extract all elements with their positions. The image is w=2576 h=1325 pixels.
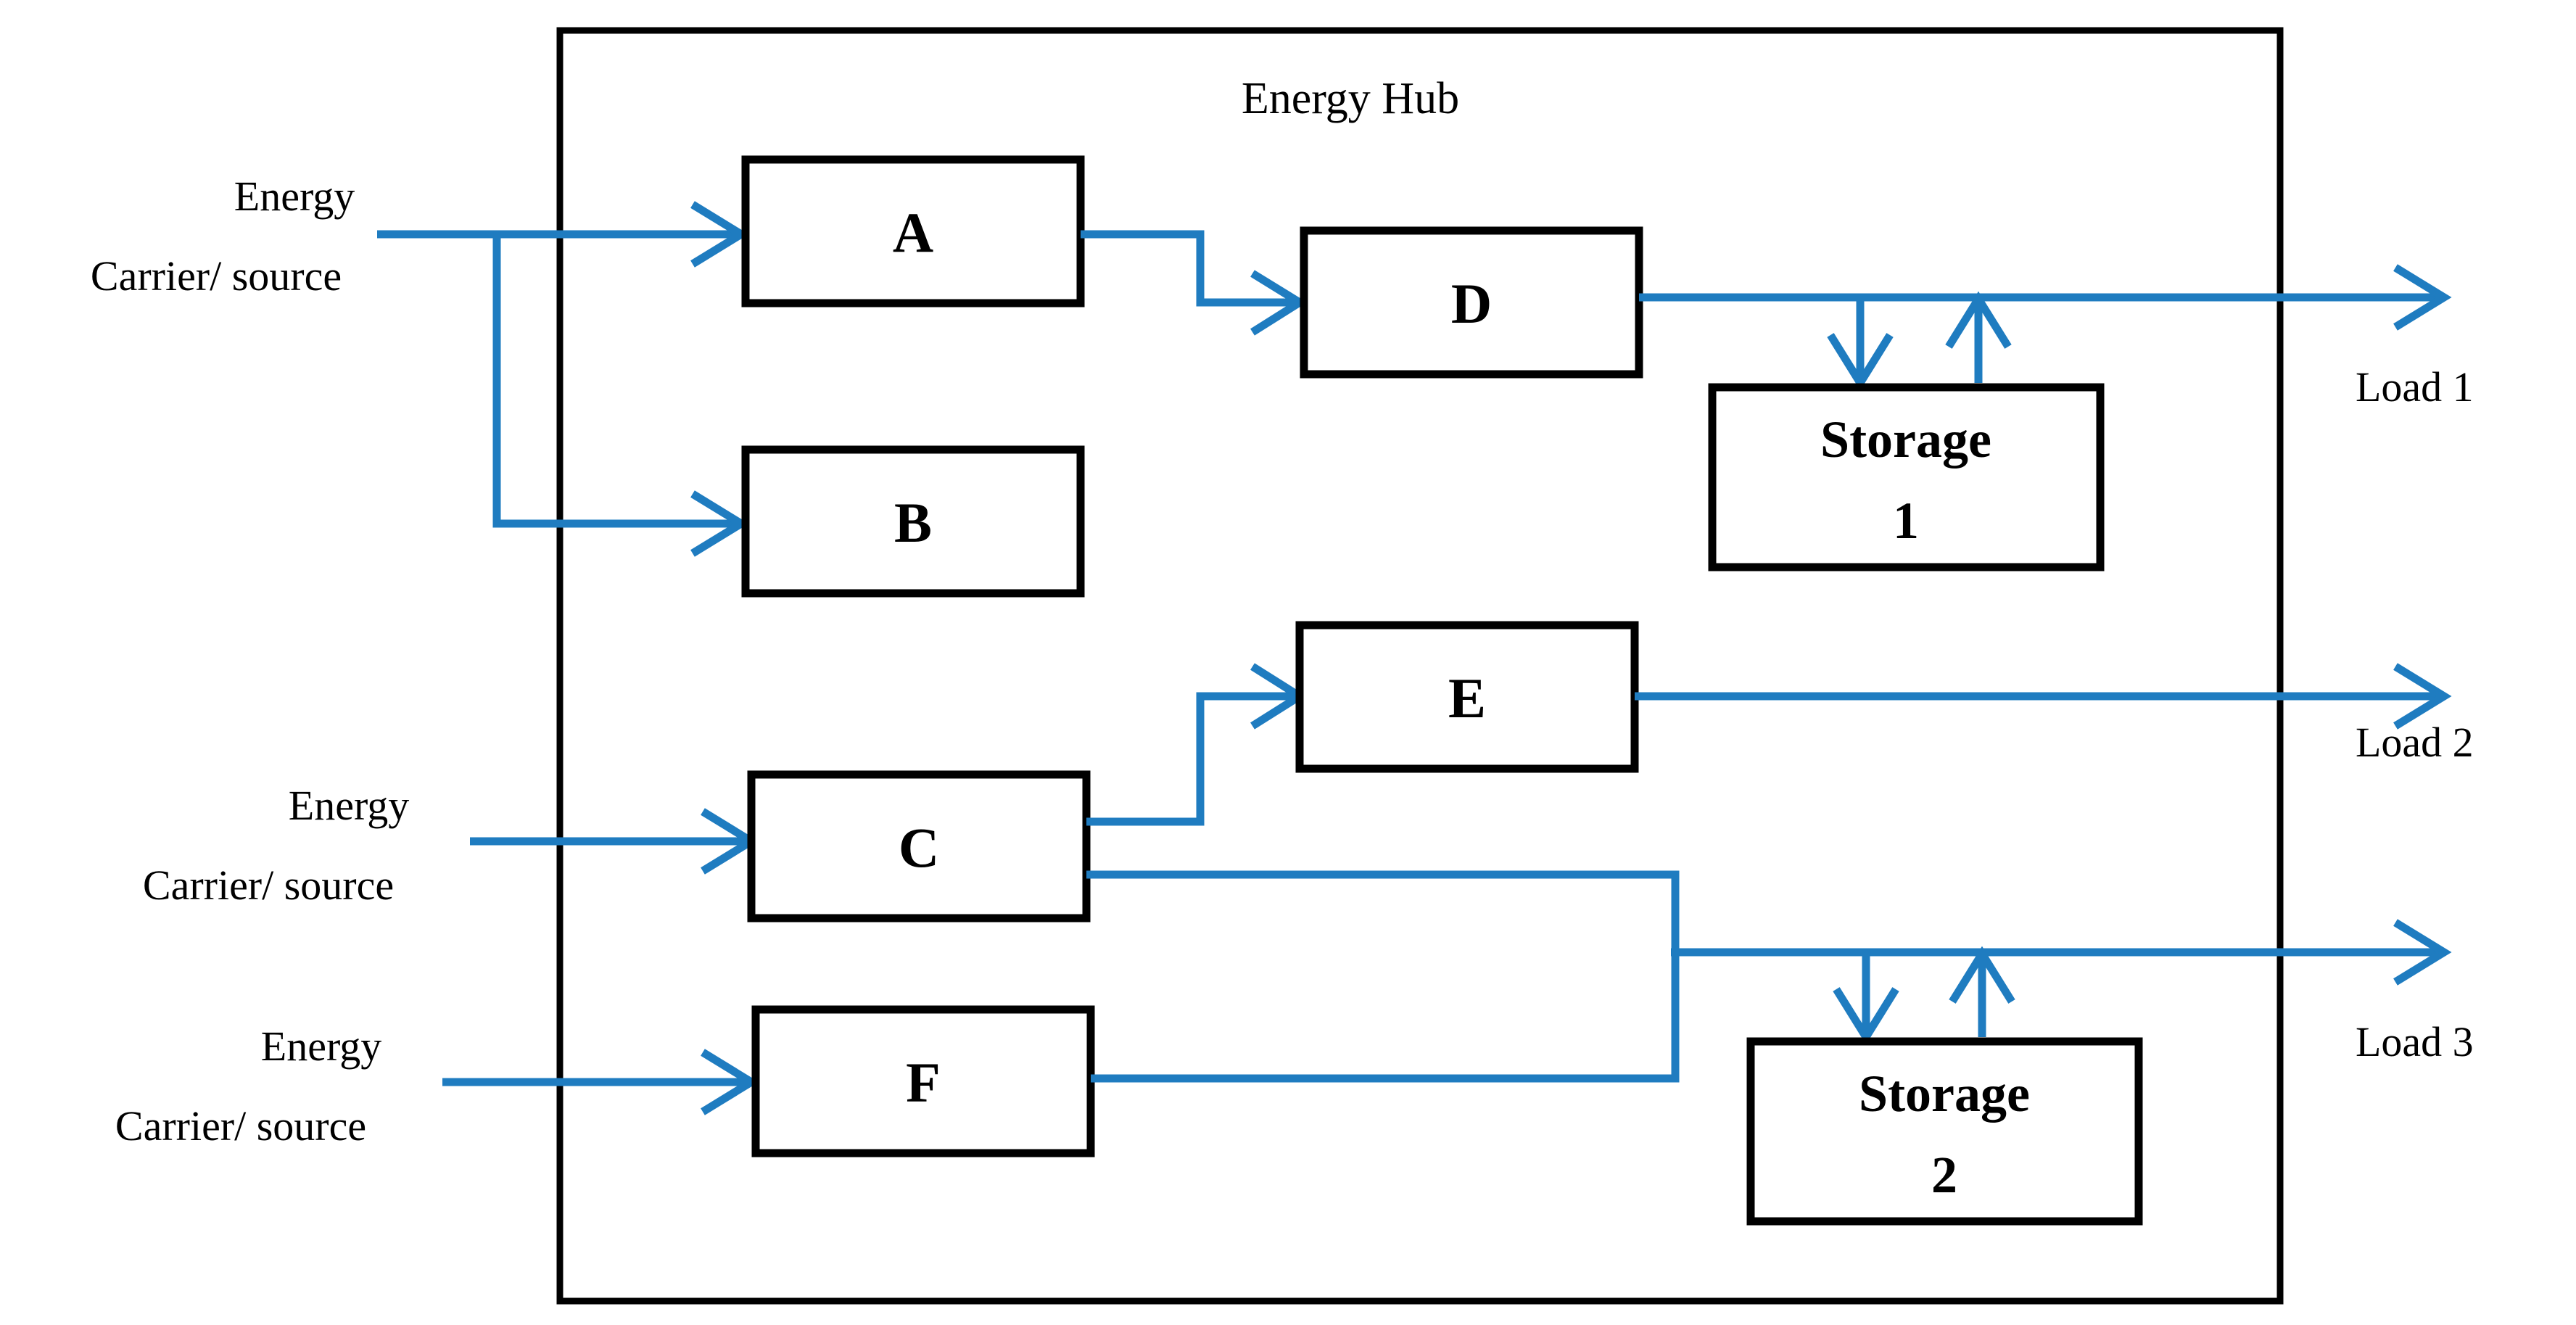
arrowhead-source1-to-b — [690, 490, 749, 557]
unit-box-a[interactable] — [741, 155, 1085, 307]
unit-box-d[interactable] — [1300, 226, 1643, 379]
arrowhead-load1 — [2393, 264, 2452, 331]
unit-label-f: F — [906, 1051, 941, 1114]
storage1-label-line2: 1 — [1893, 492, 1919, 550]
flow-c-to-load3bus — [1086, 870, 1680, 952]
unit-box-e[interactable] — [1295, 621, 1639, 773]
storage2-label-line1: Storage — [1859, 1065, 2030, 1123]
storage-box-1[interactable] — [1708, 383, 2105, 571]
load2-label: Load 2 — [2356, 719, 2474, 766]
flow-a-to-d — [1081, 230, 1300, 307]
arrowhead-source1-to-a — [690, 201, 749, 268]
unit-label-b: B — [894, 491, 932, 554]
arrowhead-storage1-discharge — [1945, 291, 2012, 349]
load3-label: Load 3 — [2356, 1018, 2474, 1065]
arrowhead-load2 — [2393, 663, 2452, 730]
flow-c-to-e — [1086, 692, 1300, 826]
source3-label-line1: Energy — [261, 1023, 381, 1070]
arrowhead-storage2-discharge — [1949, 946, 2015, 1004]
flow-source1-to-b — [492, 234, 741, 528]
unit-box-b[interactable] — [741, 445, 1085, 598]
storage2-label-line2: 2 — [1931, 1146, 1957, 1204]
arrowhead-load3 — [2393, 919, 2452, 986]
storage1-label-line1: Storage — [1820, 410, 1991, 469]
arrowhead-a-to-d — [1250, 270, 1308, 336]
source2-label-line1: Energy — [289, 782, 409, 829]
source1-label-line2: Carrier/ source — [91, 252, 342, 300]
unit-label-c: C — [899, 816, 939, 879]
load1-label: Load 1 — [2356, 363, 2474, 410]
source3-label-line2: Carrier/ source — [115, 1102, 366, 1149]
unit-label-a: A — [893, 201, 933, 264]
unit-box-c[interactable] — [747, 770, 1091, 922]
storage-box-2[interactable] — [1746, 1037, 2143, 1226]
arrowhead-source3-to-f — [701, 1049, 759, 1115]
unit-label-d: D — [1451, 272, 1492, 335]
arrowhead-storage2-charge — [1833, 987, 1899, 1045]
source1-label-line1: Energy — [234, 173, 355, 220]
unit-label-e: E — [1448, 666, 1486, 730]
flow-f-to-load3bus — [1091, 952, 1680, 1083]
arrowhead-storage1-charge — [1827, 333, 1894, 391]
energy-hub-title: Energy Hub — [1242, 74, 1459, 123]
source2-label-line2: Carrier/ source — [143, 862, 394, 909]
energy-hub-boundary — [556, 27, 2284, 1305]
unit-box-f[interactable] — [751, 1005, 1095, 1157]
